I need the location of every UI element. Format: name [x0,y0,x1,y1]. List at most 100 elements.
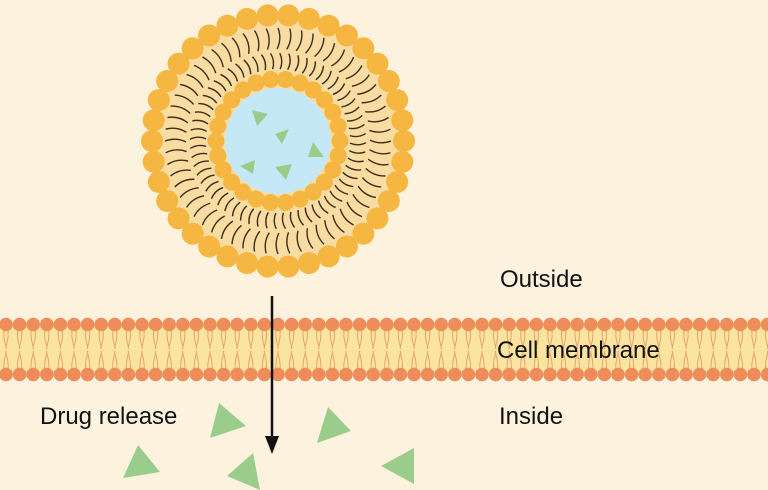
liposome-outer-tail [369,149,391,155]
liposome-outer-tail [170,169,191,177]
liposome-outer-tail [361,94,382,104]
membrane-tail [642,330,648,350]
membrane-tail [193,350,200,370]
membrane-head-top [271,317,285,332]
liposome-outer-head [147,170,170,193]
liposome-inner-head [209,147,227,165]
membrane-head-top [108,317,122,332]
membrane-tail [724,350,730,370]
liposome-outer-tail [365,168,386,177]
membrane-head-bottom [148,367,163,382]
membrane-tail [492,350,499,370]
liposome-outer-tail [369,128,391,133]
liposome-inner-tail [317,200,329,214]
membrane-tail [615,330,621,350]
liposome-outer-tail [330,49,346,67]
liposome-outer-tail [286,28,292,50]
liposome-aqueous-core [225,88,331,194]
liposome-outer-tail [315,224,325,245]
liposome-inner-tail [235,63,245,78]
liposome-inner-head [234,81,252,99]
membrane-head-top [502,317,516,332]
liposome-inner-tail [311,204,321,219]
membrane-head-bottom [298,367,313,382]
liposome-outer-tail [170,105,191,114]
liposome-inner-head [324,103,342,121]
membrane-tail [302,350,308,370]
membrane-tail [370,330,376,350]
membrane-tail [683,350,689,370]
membrane-head-bottom [597,367,612,382]
liposome-inner-tail [251,56,259,72]
membrane-head-bottom [556,367,571,382]
membrane-tail [207,350,213,370]
liposome-inner-tail [248,208,255,225]
membrane-tail [261,350,268,370]
membrane-tail [751,350,757,370]
membrane-tail [560,330,567,350]
membrane-head-top [543,317,557,332]
liposome-outer-tail [231,37,241,58]
membrane-tail [356,330,363,350]
membrane-tail [710,330,716,350]
membrane-tail [220,350,227,370]
liposome-inner-tail [297,210,305,226]
membrane-head-top [380,317,394,332]
liposome-outer-head [236,7,259,30]
membrane-head-bottom [475,367,489,382]
liposome-outer-head [386,170,409,193]
membrane-head-bottom [720,367,734,382]
membrane-head-bottom [312,367,326,382]
membrane-head-bottom [665,367,680,382]
membrane-tail [533,330,540,350]
liposome-outer-tail [165,127,187,133]
liposome-outer-head [198,24,221,47]
membrane-head-bottom [420,367,435,382]
liposome-inner-head [291,190,309,208]
membrane-tail [84,330,91,350]
liposome-outer-tail [164,138,187,143]
drug-release-label: Drug release [40,403,178,430]
membrane-head-top [488,317,503,332]
liposome-inner-tail [347,157,364,163]
liposome-outer-head [277,4,300,27]
membrane-head-top [148,317,163,332]
liposome-outer-head [366,52,389,75]
liposome-outer-head [156,189,179,212]
membrane-tail [3,330,9,350]
membrane-tail [669,350,676,370]
membrane-head-top [176,317,190,332]
membrane-head-top [244,317,258,332]
membrane-tail [560,350,567,370]
membrane-head-bottom [0,367,13,382]
membrane-head-top [53,317,68,332]
liposome-inner-tail [220,73,233,87]
membrane-head-top [298,317,313,332]
liposome-inner-tail [338,178,354,188]
membrane-head-top [720,317,734,332]
membrane-head-top [706,317,720,332]
membrane-tail [84,350,91,370]
liposome-inner-head [223,173,241,191]
membrane-head-bottom [679,367,693,382]
membrane-head-bottom [257,367,272,382]
liposome-inner-tail [198,102,214,111]
liposome-inner-tail [190,128,207,132]
membrane-head-bottom [176,367,190,382]
liposome-inner-tail [224,197,235,212]
liposome-outer-head [317,14,340,37]
membrane-tail [288,350,295,370]
liposome-outer-tail [357,84,377,95]
membrane-tail [424,330,431,350]
liposome-outer-head [156,70,179,93]
membrane-head-bottom [352,367,367,382]
liposome-inner-tail [334,184,349,195]
membrane-head-top [407,317,421,332]
liposome-outer-head [256,255,279,278]
membrane-tail [275,330,281,350]
encapsulated-drug-icon [275,164,292,180]
membrane-head-top [611,317,625,332]
liposome-outer-tail [352,193,370,209]
membrane-tail [628,350,635,370]
